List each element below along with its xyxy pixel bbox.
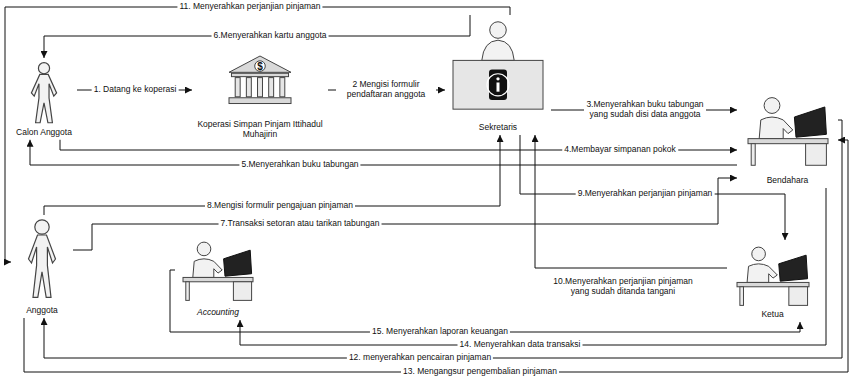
- node-label: Koperasi Simpan Pinjam Ittihadul Muhajir…: [192, 120, 328, 142]
- flow-arrow: [5, 7, 510, 262]
- edge-label: 11. Menyerahkan perjanjian pinjaman: [177, 2, 322, 12]
- info-ring: [487, 74, 509, 96]
- person-torso: [482, 40, 514, 60]
- edge-label: 12. menyerahkan pencairan pinjaman: [347, 353, 493, 363]
- bank-base: [229, 98, 291, 104]
- staff-desk-node: Sekretaris: [445, 15, 551, 135]
- bank-column: [280, 78, 285, 97]
- node-label: Sekretaris: [445, 123, 551, 135]
- person-torso: [747, 264, 777, 283]
- staff-computer-node: Accounting: [175, 235, 261, 320]
- desk-icon: [737, 244, 809, 306]
- flow-arrow: [240, 188, 826, 345]
- flow-arrow: [44, 120, 842, 358]
- person-torso: [193, 259, 222, 278]
- edge-label: 15. Menyerahkan laporan keuangan: [370, 327, 510, 337]
- edge-label: 13. Mengangsur pengembalian pinjaman: [401, 367, 559, 377]
- node-label: Accounting: [175, 308, 261, 320]
- flow-arrow: [30, 140, 737, 165]
- monitor: [224, 250, 252, 276]
- desk-side: [788, 287, 807, 306]
- node-label: Calon Anggota: [11, 128, 77, 140]
- bank-column: [258, 78, 263, 97]
- staff-computer-node: Ketua: [727, 240, 818, 322]
- flow-arrow: [520, 135, 785, 240]
- bank-column: [246, 78, 251, 97]
- bank-column: [269, 78, 274, 97]
- actor-figure-node: Anggota: [11, 215, 73, 318]
- desk-front: [453, 60, 543, 109]
- flow-arrow: [24, 140, 848, 372]
- desk-top: [737, 282, 809, 286]
- desk-icon: [183, 239, 253, 301]
- person-head: [490, 22, 507, 39]
- info-icon: [453, 19, 543, 111]
- info-dot: [496, 77, 499, 80]
- desk-leg: [739, 287, 743, 306]
- flow-arrow: [44, 135, 500, 215]
- desk-icon: [748, 94, 828, 166]
- edge-label: 14. Menyerahkan data transaksi: [458, 340, 583, 350]
- person-icon: [30, 62, 58, 124]
- edge-label: 1. Datang ke koperasi: [92, 85, 179, 95]
- flow-arrow: [535, 135, 727, 268]
- bank-column: [235, 78, 240, 97]
- node-label: Anggota: [11, 306, 73, 318]
- node-label: Bendahara: [737, 176, 838, 188]
- person-head: [197, 242, 211, 256]
- desk-top: [183, 277, 253, 281]
- staff-computer-node: Bendahara: [737, 90, 838, 188]
- monitor: [778, 255, 807, 281]
- edge-label: 5.Menyerahkan buku tabungan: [239, 160, 360, 170]
- edge-label: 7.Transaksi setoran atau tarikan tabunga…: [219, 219, 382, 229]
- desk-leg: [751, 144, 755, 166]
- person-head: [764, 98, 780, 114]
- person-body: [29, 235, 56, 297]
- info-stem: [497, 82, 500, 91]
- edge-label: 3.Menyerahkan buku tabungan yang sudah d…: [584, 100, 706, 120]
- flow-arrow: [73, 178, 737, 250]
- edge-label: 4.Membayar simpanan pokok: [562, 145, 678, 155]
- desk-leg: [186, 282, 190, 301]
- edge-label: 2 Mengisi formulir pendaftaran anggota: [336, 80, 436, 100]
- node-label: Ketua: [727, 310, 818, 322]
- person-icon: [27, 219, 57, 299]
- monitor: [794, 107, 826, 137]
- person-body: [31, 74, 56, 122]
- actor-figure-node: Calon Anggota: [11, 58, 77, 140]
- edge-label: 10.Menyerahkan perjanjian pinjaman yang …: [541, 277, 705, 297]
- edge-label: 8.Mengisi formulir pengajuan pinjaman: [205, 201, 355, 211]
- flow-arrow: [44, 15, 470, 58]
- coin-ring: [255, 61, 266, 72]
- currency-symbol: $: [257, 62, 263, 72]
- person-head: [751, 247, 765, 261]
- edge-label: 9.Menyerahkan perjanjian pinjaman: [576, 189, 715, 199]
- desk-side: [233, 282, 251, 301]
- person-head: [35, 220, 49, 234]
- desk-top: [748, 139, 828, 144]
- person-head: [38, 63, 49, 74]
- desk-side: [805, 144, 826, 166]
- person-torso: [759, 117, 793, 139]
- bank-beam: [231, 73, 288, 76]
- flow-arrow: [170, 270, 800, 332]
- bank-roof: [229, 56, 291, 72]
- edge-label: 6.Menyerahkan kartu anggota: [212, 31, 329, 41]
